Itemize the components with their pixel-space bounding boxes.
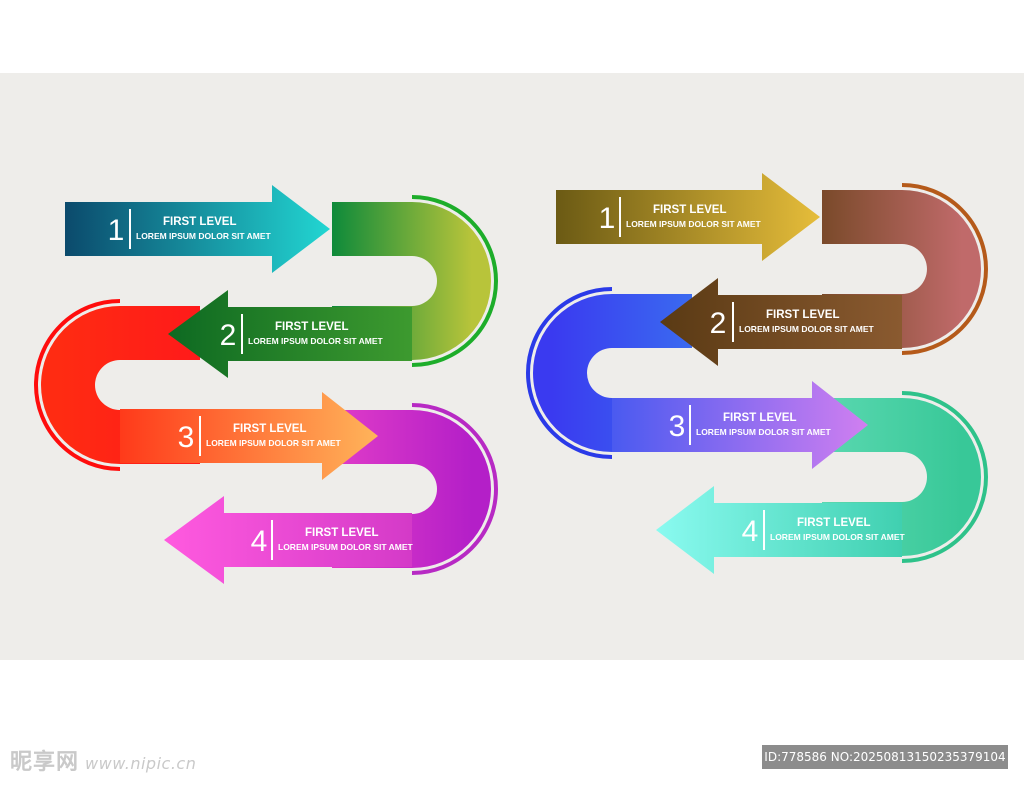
outer-arc-2 bbox=[34, 299, 121, 471]
step-title: FIRST LEVEL bbox=[305, 527, 378, 539]
step-number: 4 bbox=[742, 515, 759, 548]
step-subtitle: LOREM IPSUM DOLOR SIT AMET bbox=[739, 324, 875, 334]
arrow-step-2 bbox=[168, 290, 412, 378]
watermark-id: ID:778586 NO:20250813150235379104 bbox=[762, 745, 1008, 769]
outer-arc-1 bbox=[411, 195, 498, 367]
arrow-step-1 bbox=[556, 173, 820, 261]
step-number: 2 bbox=[710, 307, 727, 340]
step-subtitle: LOREM IPSUM DOLOR SIT AMET bbox=[770, 532, 906, 542]
step-subtitle: LOREM IPSUM DOLOR SIT AMET bbox=[278, 542, 414, 552]
background-panel bbox=[0, 73, 1024, 660]
step-number: 3 bbox=[178, 421, 195, 454]
step-subtitle: LOREM IPSUM DOLOR SIT AMET bbox=[206, 438, 342, 448]
watermark-url: www.nipic.cn bbox=[85, 754, 197, 773]
step-number: 1 bbox=[599, 202, 616, 235]
step-title: FIRST LEVEL bbox=[653, 204, 726, 216]
step-number: 2 bbox=[220, 319, 237, 352]
step-subtitle: LOREM IPSUM DOLOR SIT AMET bbox=[136, 231, 272, 241]
step-title: FIRST LEVEL bbox=[163, 216, 236, 228]
step-subtitle: LOREM IPSUM DOLOR SIT AMET bbox=[248, 336, 384, 346]
arrow-step-3 bbox=[120, 392, 378, 480]
arrow-step-3 bbox=[612, 381, 868, 469]
outer-arc-1 bbox=[901, 183, 988, 355]
arrow-step-4 bbox=[656, 486, 902, 574]
step-number: 1 bbox=[108, 214, 125, 247]
step-subtitle: LOREM IPSUM DOLOR SIT AMET bbox=[696, 427, 832, 437]
step-title: FIRST LEVEL bbox=[233, 423, 306, 435]
step-title: FIRST LEVEL bbox=[797, 517, 870, 529]
step-number: 4 bbox=[251, 525, 268, 558]
step-title: FIRST LEVEL bbox=[275, 321, 348, 333]
watermark-brand: 昵享网 bbox=[10, 750, 80, 775]
arrow-step-2 bbox=[660, 278, 902, 366]
step-title: FIRST LEVEL bbox=[723, 412, 796, 424]
step-number: 3 bbox=[669, 410, 686, 443]
outer-arc-2 bbox=[526, 287, 613, 459]
step-title: FIRST LEVEL bbox=[766, 309, 839, 321]
step-subtitle: LOREM IPSUM DOLOR SIT AMET bbox=[626, 219, 762, 229]
arrow-step-4 bbox=[164, 496, 412, 584]
outer-arc-3 bbox=[411, 403, 498, 575]
watermark-logo: 昵享网 www.nipic.cn bbox=[10, 744, 197, 775]
arrow-step-1 bbox=[65, 185, 330, 273]
outer-arc-3 bbox=[901, 391, 988, 563]
